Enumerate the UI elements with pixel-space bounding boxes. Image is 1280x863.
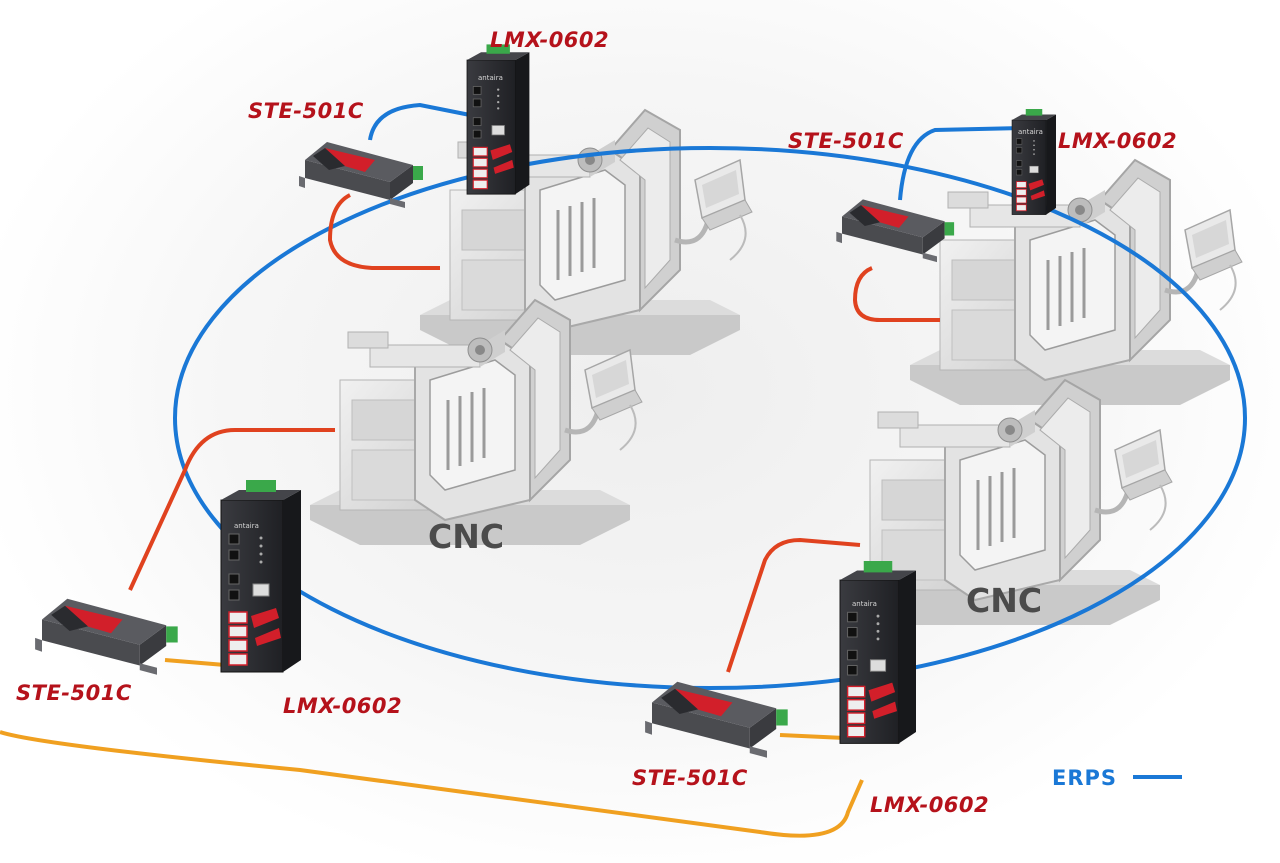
label-ste-left: STE-501C xyxy=(16,681,132,705)
ethernet-link-left xyxy=(164,658,226,667)
brand-lmx-left: antaira xyxy=(234,522,259,530)
ste-501c-left xyxy=(35,598,178,675)
legend: ERPS xyxy=(1052,766,1182,790)
erps-link-topright xyxy=(898,126,1021,201)
label-lmx-topright: LMX-0602 xyxy=(1058,129,1177,153)
lmx-0602-topright xyxy=(1011,108,1057,216)
legend-label: ERPS xyxy=(1052,766,1117,790)
lmx-0602-top xyxy=(466,43,530,195)
serial-link-topright xyxy=(852,266,940,322)
label-ste-top: STE-501C xyxy=(248,99,364,123)
cnc-marking-right: CNC xyxy=(966,581,1042,620)
label-ste-topright: STE-501C xyxy=(788,129,904,153)
lmx-0602-bottom xyxy=(839,560,917,745)
lmx-0602-left xyxy=(220,479,302,673)
serial-link-left xyxy=(128,428,335,591)
serial-link-bottom xyxy=(726,537,861,673)
ste-501c-topright xyxy=(836,199,955,263)
ethernet-backbone xyxy=(0,730,864,838)
brand-lmx-topright: antaira xyxy=(1018,128,1043,136)
label-lmx-left: LMX-0602 xyxy=(283,694,402,718)
label-lmx-top: LMX-0602 xyxy=(490,28,609,52)
ethernet-link-bottom xyxy=(779,733,846,740)
cnc-machine-3 xyxy=(910,160,1242,405)
label-ste-bottom: STE-501C xyxy=(632,766,748,790)
ste-501c-bottom xyxy=(645,681,788,758)
serial-link-top xyxy=(327,193,440,270)
erps-ring xyxy=(173,146,1247,690)
cnc-marking-left: CNC xyxy=(428,517,504,556)
erps-link-top xyxy=(368,102,471,141)
label-lmx-bottom: LMX-0602 xyxy=(870,793,989,817)
brand-lmx-top: antaira xyxy=(478,74,503,82)
brand-lmx-bottom: antaira xyxy=(852,600,877,608)
